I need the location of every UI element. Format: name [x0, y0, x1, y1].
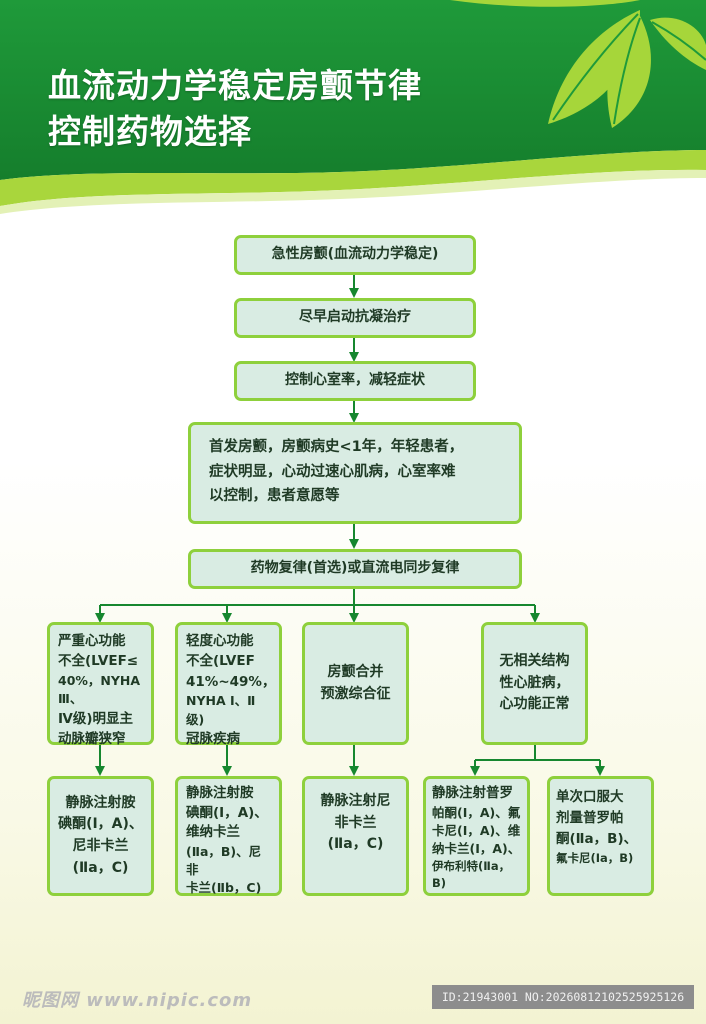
- drug-oral-line-1: 单次口服大: [556, 789, 624, 805]
- page-title-line-2: 控制药物选择: [48, 112, 252, 151]
- drug-mild-hf-line-4: (Ⅱa，B)、尼非: [186, 843, 262, 877]
- header-banner: [0, 0, 706, 214]
- node-criteria: 首发房颤，房颤病史<1年，年轻患者， 症状明显，心动过速心肌病，心室率难 以控制…: [188, 422, 522, 524]
- node-preexcitation: 房颤合并 预激综合征: [302, 622, 409, 745]
- severe-hf-line-3: 40%，NYHA Ⅲ、: [58, 672, 141, 707]
- severe-hf-line-4: Ⅳ级)明显主: [58, 711, 134, 727]
- watermark-id: ID:21943001 NO:20260812102525925126: [432, 985, 694, 1009]
- node-severe-hf: 严重心功能 不全(LVEF≤ 40%，NYHA Ⅲ、 Ⅳ级)明显主 动脉瓣狭窄: [47, 622, 154, 747]
- no-structural-line-1: 无相关结构: [499, 652, 570, 669]
- drug-preexcitation-line-1: 静脉注射尼: [320, 793, 391, 809]
- node-drug-severe-hf: 静脉注射胺 碘酮(Ⅰ，A)、 尼非卡兰 (Ⅱa，C): [47, 776, 154, 896]
- drug-mild-hf-line-5: 卡兰(Ⅱb，C): [186, 879, 262, 895]
- criteria-line-1: 首发房颤，房颤病史<1年，年轻患者，: [209, 439, 464, 455]
- node-anticoagulation: 尽早启动抗凝治疗: [234, 298, 476, 338]
- node-drug-preexcitation: 静脉注射尼 非卡兰 (Ⅱa，C): [302, 776, 409, 896]
- drug-severe-hf-line-3: 尼非卡兰: [72, 838, 129, 854]
- node-drug-no-structural-iv: 静脉注射普罗 帕酮(Ⅰ，A)、氟 卡尼(Ⅰ，A)、维 纳卡兰(Ⅰ，A)、 伊布利…: [423, 776, 530, 896]
- preexcitation-line-1: 房颤合并: [327, 663, 384, 680]
- drug-severe-hf-line-4: (Ⅱa，C): [72, 859, 129, 876]
- mild-hf-line-5: 冠脉疾病: [186, 731, 240, 748]
- mild-hf-line-1: 轻度心功能: [186, 633, 254, 649]
- leaf-vein-icon: [552, 13, 706, 125]
- node-drug-no-structural-oral: 单次口服大 剂量普罗帕 酮(Ⅱa，B)、 氟卡尼(Ⅰa，B): [547, 776, 654, 896]
- drug-mild-hf-line-2: 碘酮(Ⅰ，A)、: [186, 804, 268, 821]
- severe-hf-line-2: 不全(LVEF≤: [58, 653, 139, 670]
- drug-severe-hf-line-2: 碘酮(Ⅰ，A)、: [58, 816, 143, 833]
- mild-hf-line-3: 41%~49%，: [186, 673, 276, 690]
- drug-iv-line-1: 静脉注射普罗: [432, 785, 513, 801]
- severe-hf-line-5: 动脉瓣狭窄: [58, 731, 126, 748]
- node-acute-af: 急性房颤(血流动力学稳定): [234, 235, 476, 275]
- drug-iv-line-2: 帕酮(Ⅰ，A)、氟: [432, 804, 521, 820]
- node-no-structural: 无相关结构 性心脏病， 心功能正常: [481, 622, 588, 745]
- mild-hf-line-2: 不全(LVEF: [186, 653, 255, 670]
- watermark-site: 昵图网 www.nipic.com: [22, 990, 253, 1011]
- node-rate-control: 控制心室率，减轻症状: [234, 361, 476, 401]
- node-mild-hf: 轻度心功能 不全(LVEF 41%~49%， NYHA Ⅰ、Ⅱ级) 冠脉疾病: [175, 622, 282, 747]
- mild-hf-line-4: NYHA Ⅰ、Ⅱ级): [186, 692, 256, 727]
- drug-oral-line-3: 酮(Ⅱa，B)、: [556, 830, 638, 847]
- drug-preexcitation-line-3: (Ⅱa，C): [327, 836, 384, 853]
- node-cardioversion: 药物复律(首选)或直流电同步复律: [188, 549, 522, 589]
- drug-oral-line-2: 剂量普罗帕: [556, 809, 624, 826]
- criteria-line-3: 以控制，患者意愿等: [209, 488, 340, 505]
- criteria-line-2: 症状明显，心动过速心肌病，心室率难: [209, 463, 456, 480]
- no-structural-line-2: 性心脏病，: [499, 674, 570, 691]
- node-drug-mild-hf: 静脉注射胺 碘酮(Ⅰ，A)、 维纳卡兰 (Ⅱa，B)、尼非 卡兰(Ⅱb，C): [175, 776, 282, 896]
- drug-iv-line-5: 伊布利特(Ⅱa，B): [432, 858, 511, 890]
- drug-preexcitation-line-2: 非卡兰: [334, 814, 377, 831]
- drug-mild-hf-line-1: 静脉注射胺: [186, 785, 254, 801]
- drug-severe-hf-line-1: 静脉注射胺: [65, 794, 136, 811]
- drug-oral-line-4: 氟卡尼(Ⅰa，B): [556, 850, 634, 865]
- severe-hf-line-1: 严重心功能: [58, 633, 126, 649]
- page-title-line-1: 血流动力学稳定房颤节律: [48, 66, 422, 105]
- drug-iv-line-4: 纳卡兰(Ⅰ，A)、: [432, 840, 521, 856]
- preexcitation-line-2: 预激综合征: [320, 685, 391, 702]
- drug-mild-hf-line-3: 维纳卡兰: [186, 824, 240, 841]
- drug-iv-line-3: 卡尼(Ⅰ，A)、维: [432, 822, 521, 838]
- no-structural-line-3: 心功能正常: [499, 696, 570, 713]
